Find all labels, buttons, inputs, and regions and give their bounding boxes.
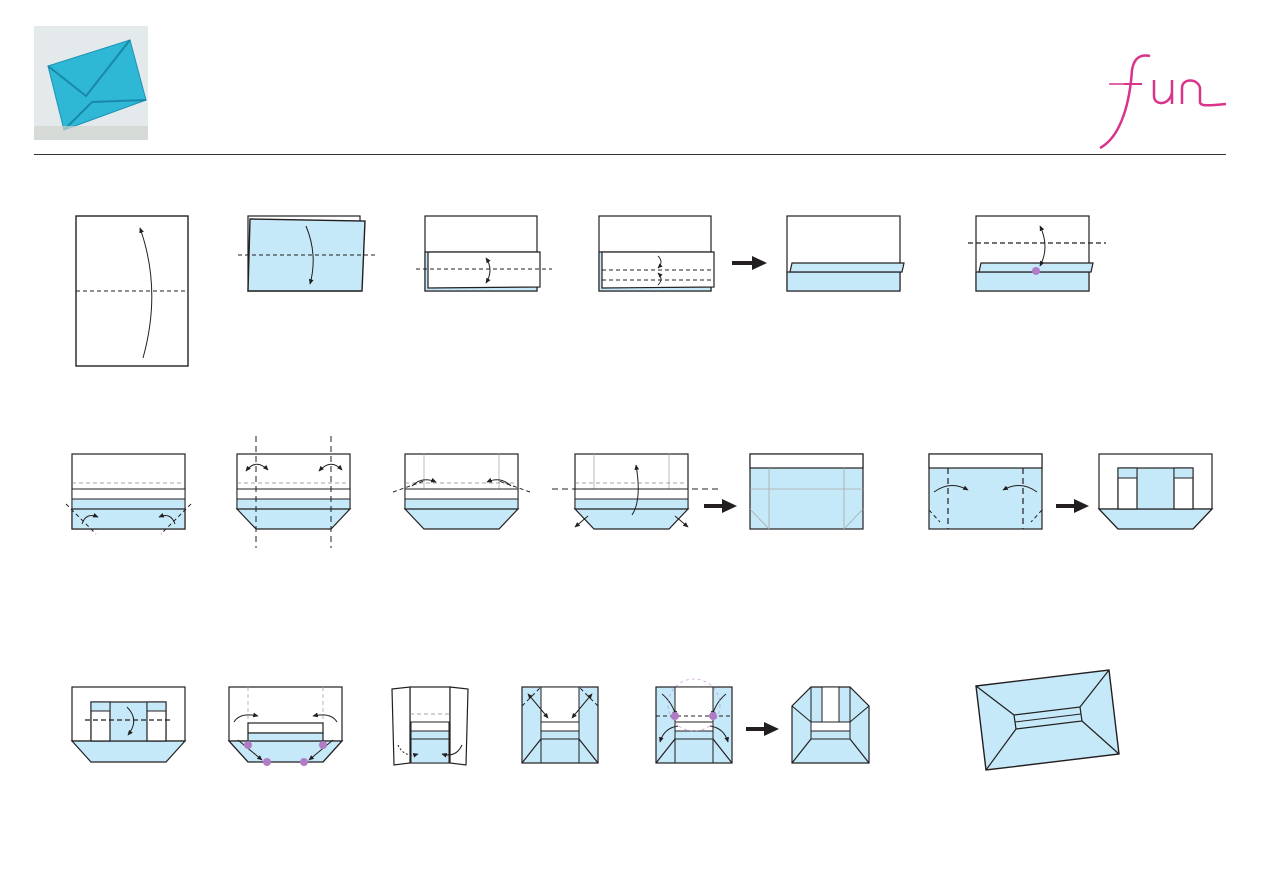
step-7-diagram — [65, 453, 192, 535]
step-16-diagram — [391, 686, 469, 766]
step-4-diagram — [598, 215, 715, 292]
fun-logo — [1080, 40, 1240, 155]
step-12-diagram — [928, 453, 1043, 530]
step-18-diagram — [655, 678, 733, 764]
next-arrow — [746, 722, 779, 736]
step-10-diagram — [552, 453, 718, 530]
step-1-diagram — [75, 215, 189, 367]
finished-envelope-diagram — [975, 669, 1120, 771]
step-5-diagram — [786, 215, 905, 292]
step-13-diagram — [1097, 453, 1214, 530]
step-9-diagram — [392, 453, 531, 530]
step-2-diagram — [238, 215, 376, 292]
next-arrow — [732, 256, 767, 270]
step-6-diagram — [968, 215, 1106, 292]
step-17-diagram — [521, 686, 599, 764]
header-divider — [34, 154, 1226, 155]
finished-envelope-photo — [34, 26, 148, 140]
step-8-diagram — [235, 436, 352, 548]
step-3-diagram — [416, 215, 552, 292]
next-arrow — [704, 499, 737, 513]
step-11-diagram — [749, 453, 864, 530]
step-19-diagram — [791, 686, 870, 764]
step-14-diagram — [70, 686, 187, 763]
next-arrow — [1056, 499, 1089, 513]
step-15-diagram — [227, 686, 344, 766]
